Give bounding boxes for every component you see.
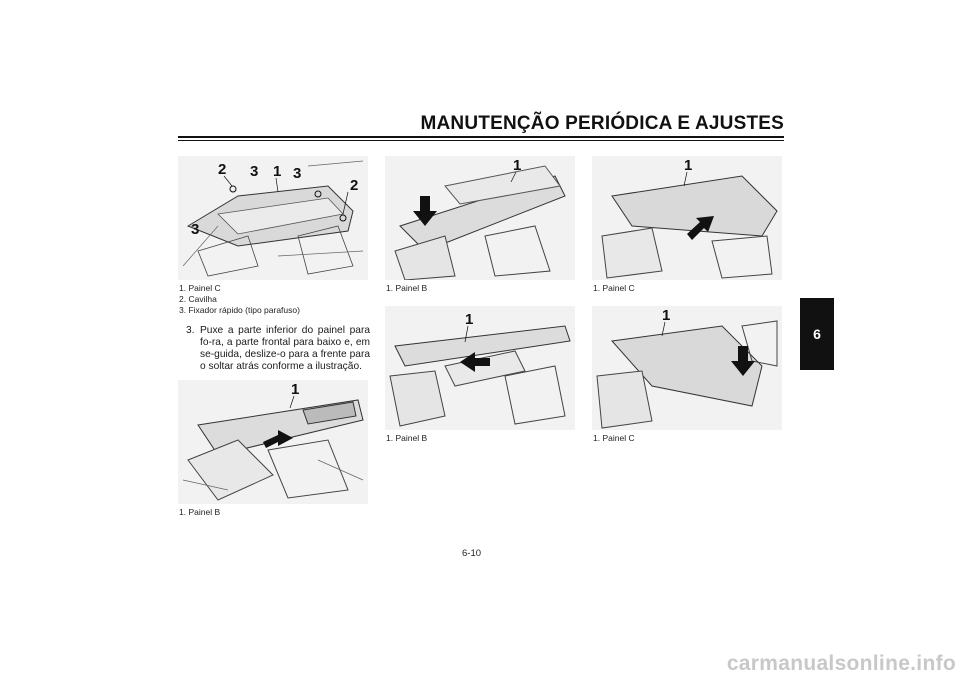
caption-line: 1. Painel C (179, 283, 221, 293)
illustration-panel-b-down: 1 (385, 156, 575, 280)
illustration-panel-c-down: 1 (592, 306, 782, 430)
caption-top-middle: 1. Painel B (386, 283, 576, 294)
callout-3b: 3 (293, 165, 301, 182)
step-text: Puxe a parte inferior do painel para fo-… (200, 325, 370, 372)
callout-1: 1 (291, 381, 299, 398)
caption-bottom-right: 1. Painel C (593, 433, 783, 444)
illustration-panel-c-fasteners: 2 3 1 3 2 3 (178, 156, 368, 280)
page-title: MANUTENÇÃO PERIÓDICA E AJUSTES (420, 113, 784, 134)
caption-bottom-middle: 1. Painel B (386, 433, 576, 444)
instruction-step: 3. Puxe a parte inferior do painel para … (186, 325, 370, 373)
caption-line: 3. Fixador rápido (tipo parafuso) (179, 305, 300, 315)
header-rule (178, 136, 784, 138)
caption-line: 1. Painel B (386, 283, 428, 293)
callout-1: 1 (684, 157, 692, 174)
callout-1: 1 (465, 311, 473, 328)
caption-top-left: 1. Painel C 2. Cavilha 3. Fixador rápido… (179, 283, 369, 316)
callout-2b: 2 (350, 177, 358, 194)
caption-bottom-left: 1. Painel B (179, 507, 369, 518)
callout-2: 2 (218, 161, 226, 178)
caption-top-right: 1. Painel C (593, 283, 783, 294)
chapter-tab: 6 (800, 298, 834, 370)
watermark: carmanualsonline.info (726, 652, 956, 675)
callout-1: 1 (273, 163, 281, 180)
caption-line: 1. Painel B (179, 507, 221, 517)
header-rule-thin (178, 140, 784, 141)
page-number: 6-10 (462, 548, 482, 559)
caption-line: 1. Painel B (386, 433, 428, 443)
illustration-panel-b-left: 1 (385, 306, 575, 430)
caption-line: 2. Cavilha (179, 294, 217, 304)
step-number: 3. (186, 325, 195, 336)
illustration-panel-c-up: 1 (592, 156, 782, 280)
callout-1: 1 (513, 157, 521, 174)
callout-1: 1 (662, 307, 670, 324)
caption-line: 1. Painel C (593, 283, 635, 293)
caption-line: 1. Painel C (593, 433, 635, 443)
illustration-panel-b-slide: 1 (178, 380, 368, 504)
callout-3: 3 (250, 163, 258, 180)
callout-3c: 3 (191, 221, 199, 238)
